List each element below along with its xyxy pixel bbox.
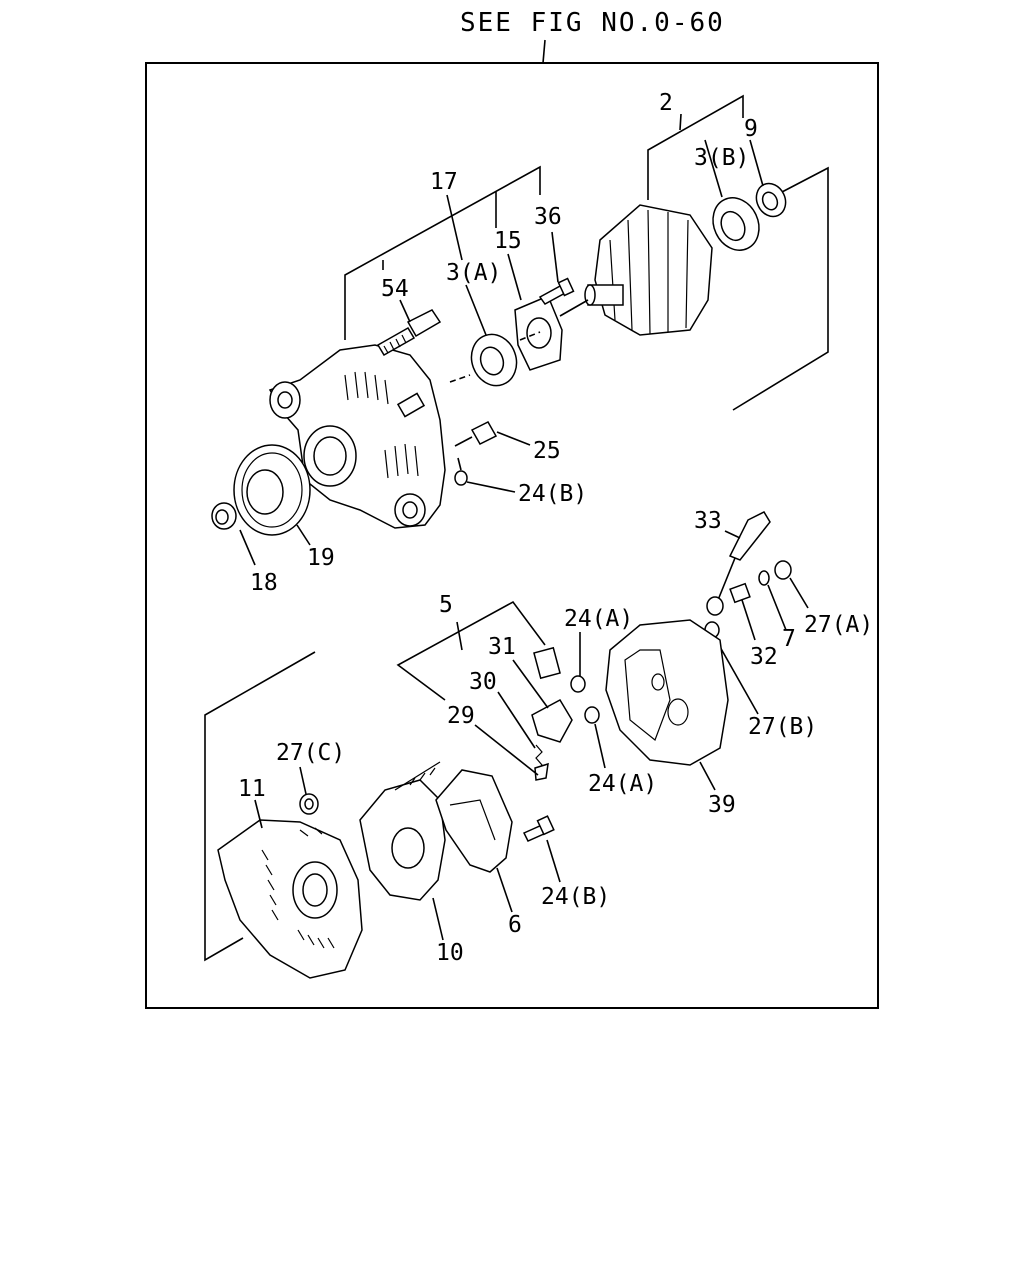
clip-25 — [454, 421, 498, 447]
callout-27c: 27(C) — [276, 740, 345, 766]
callout-19: 19 — [307, 545, 335, 571]
callout-10: 10 — [436, 940, 464, 966]
callout-36: 36 — [534, 204, 562, 230]
callout-17: 17 — [430, 169, 458, 195]
washer-7 — [758, 570, 770, 586]
callout-24b-top: 24(B) — [518, 481, 587, 507]
screw-24a-1 — [570, 675, 586, 693]
callout-3b: 3(B) — [694, 145, 749, 171]
callout-24a-2: 24(A) — [588, 771, 657, 797]
see-fig-reference: SEE FIG NO.0-60 — [460, 8, 725, 38]
callout-3a: 3(A) — [446, 260, 501, 286]
callout-24a-1: 24(A) — [564, 606, 633, 632]
callout-2: 2 — [659, 90, 673, 116]
retainer-plate-15 — [514, 295, 563, 371]
callout-24b-bottom: 24(B) — [541, 884, 610, 910]
callout-15: 15 — [494, 228, 522, 254]
callout-11: 11 — [238, 776, 266, 802]
rotor-assembly — [559, 204, 713, 336]
callout-6: 6 — [508, 912, 522, 938]
holder-30 — [531, 699, 573, 743]
rotor-group-bracket — [732, 166, 829, 411]
rear-cover-39 — [605, 619, 729, 766]
screw-36 — [538, 277, 575, 305]
brush-31 — [533, 646, 561, 680]
callout-33: 33 — [694, 508, 722, 534]
callout-29: 29 — [447, 703, 475, 729]
diagram-frame — [145, 62, 879, 1009]
pulley-19 — [233, 444, 311, 536]
reference-leader — [542, 39, 546, 64]
rectifier-10 — [359, 761, 446, 901]
nut-18 — [211, 502, 237, 530]
rear-group-bracket — [204, 651, 316, 962]
callout-5: 5 — [439, 592, 453, 618]
callout-25: 25 — [533, 438, 561, 464]
regulator-6 — [435, 769, 513, 873]
ring-9 — [755, 182, 787, 218]
callout-39: 39 — [708, 792, 736, 818]
rear-housing-11 — [217, 819, 363, 979]
nut-27a — [774, 560, 792, 580]
screw-24b-top — [454, 457, 468, 486]
screw-24a-2 — [584, 706, 600, 724]
callout-18: 18 — [250, 570, 278, 596]
rotor-callout-bracket — [647, 94, 744, 200]
callout-27b: 27(B) — [748, 714, 817, 740]
terminal-bolt-33 — [706, 511, 771, 616]
callout-9: 9 — [744, 116, 758, 142]
insulator-32 — [729, 582, 751, 604]
screw-24b-bottom — [522, 815, 555, 842]
brush-group-bracket — [396, 600, 546, 701]
bearing-3b — [712, 197, 760, 251]
callout-7: 7 — [782, 626, 796, 652]
callout-54: 54 — [381, 276, 409, 302]
callout-32: 32 — [750, 644, 778, 670]
bolt-54 — [376, 309, 442, 357]
callout-30: 30 — [469, 669, 497, 695]
spring-29 — [534, 744, 549, 781]
callout-27a: 27(A) — [804, 612, 873, 638]
nut-27c — [299, 793, 319, 815]
callout-31: 31 — [488, 634, 516, 660]
bearing-3a — [470, 333, 518, 387]
front-group-bracket — [344, 165, 541, 340]
